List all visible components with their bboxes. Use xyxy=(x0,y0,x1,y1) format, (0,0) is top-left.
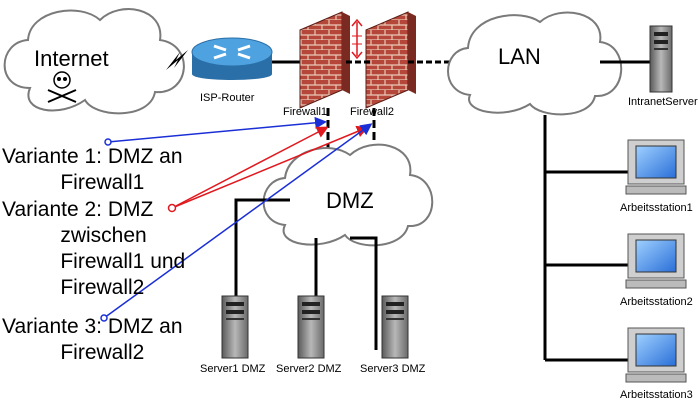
intranet-server-icon xyxy=(649,25,673,93)
dmz-cloud xyxy=(262,143,434,247)
firewall1-label: Firewall1 xyxy=(283,106,328,118)
server1-label: Server1 DMZ xyxy=(200,363,266,375)
server2-dmz-icon xyxy=(297,295,325,359)
router-label: ISP-Router xyxy=(200,92,255,104)
lan-label: LAN xyxy=(498,44,541,69)
firewall1-icon xyxy=(299,11,350,109)
server3-dmz-icon xyxy=(381,295,409,359)
variant3-arrow xyxy=(100,123,373,322)
workstation3-icon xyxy=(625,327,687,383)
variant2-text: Variante 2: DMZ zwischen Firewall1 und F… xyxy=(2,198,186,299)
variant1-arrow xyxy=(104,116,327,146)
workstation1-label: Arbeitsstation1 xyxy=(620,202,693,214)
workstation1-icon xyxy=(625,139,687,195)
lan-cloud xyxy=(447,11,623,116)
internet-cloud xyxy=(3,8,185,115)
firewall2-label: Firewall2 xyxy=(350,106,395,118)
server2-label: Server2 DMZ xyxy=(276,363,342,375)
workstation2-icon xyxy=(625,233,687,289)
variant2-arrows xyxy=(167,125,369,213)
variant1-text: Variante 1: DMZ an Firewall1 xyxy=(2,145,183,194)
server3-label: Server3 DMZ xyxy=(360,363,426,375)
skull-icon xyxy=(47,71,77,103)
internet-label: Internet xyxy=(34,46,109,71)
gap-indicator-icon xyxy=(351,18,363,60)
dmz-label: DMZ xyxy=(326,188,374,213)
workstation2-label: Arbeitsstation2 xyxy=(620,296,693,308)
workstation3-label: Arbeitsstation3 xyxy=(620,389,693,401)
server1-dmz-icon xyxy=(221,295,249,359)
variant3-text: Variante 3: DMZ an Firewall2 xyxy=(2,315,183,364)
lightning-icon xyxy=(166,50,188,70)
firewall2-icon xyxy=(365,11,416,109)
router-icon xyxy=(191,37,273,80)
intranet-server-label: IntranetServer xyxy=(628,96,698,108)
